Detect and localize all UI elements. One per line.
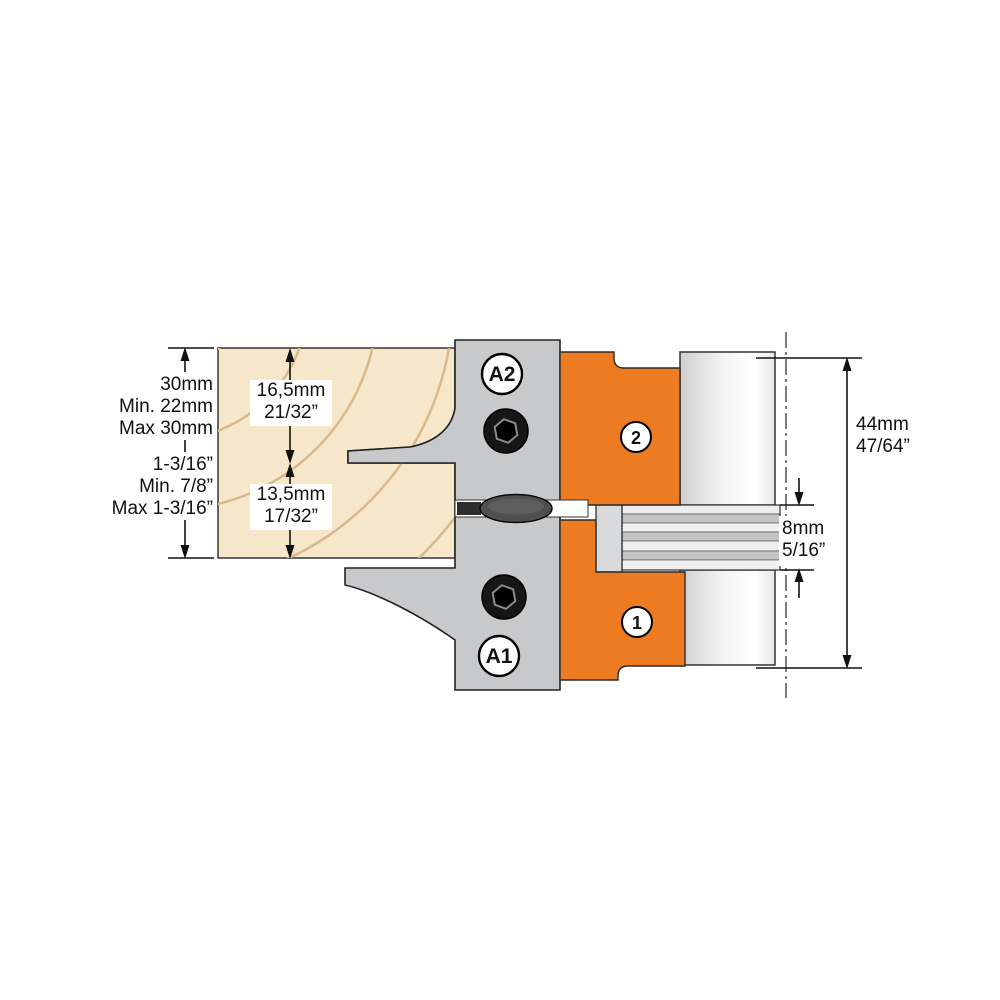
dim-text-shim: 8mm 5/16” [779, 516, 843, 566]
dim-text-overall: 44mm 47/64” [852, 412, 916, 462]
spacer-tab [595, 504, 623, 573]
stock-in-line1: 1-3/16” [153, 454, 213, 475]
overall-mm: 44mm [856, 414, 909, 435]
overall-in: 47/64” [856, 436, 910, 457]
dim-text-lower: 13,5mm 17/32” [250, 484, 332, 530]
spindle-top [679, 351, 776, 506]
stock-mm-line1: 30mm [160, 374, 213, 395]
dim-text-upper: 16,5mm 21/32” [250, 380, 332, 426]
dim-shim-stack [780, 478, 814, 598]
label-cutter-2: 2 [620, 421, 652, 453]
lower-in: 17/32” [264, 506, 318, 527]
wood-workpiece [217, 347, 456, 559]
upper-in: 21/32” [264, 402, 318, 423]
label-a1-text: A1 [486, 645, 513, 668]
shim-in: 5/16” [782, 540, 825, 561]
clamp-nut-oval [479, 493, 553, 524]
label-cutter-1: 1 [621, 606, 653, 638]
dim-text-stock-in: 1-3/16” Min. 7/8” Max 1-3/16” [98, 452, 216, 520]
hex-screw-bottom-icon [481, 574, 527, 620]
label-knife-a2: A2 [480, 352, 524, 396]
shim-mm: 8mm [782, 518, 824, 539]
stock-mm-line2: Min. 22mm [119, 396, 213, 417]
upper-mm: 16,5mm [257, 380, 326, 401]
dim-text-stock-mm: 30mm Min. 22mm Max 30mm [106, 372, 216, 440]
label-a2-text: A2 [489, 363, 516, 386]
knife-cutter-1 [559, 519, 686, 681]
stock-in-line3: Max 1-3/16” [112, 498, 213, 519]
lower-mm: 13,5mm [257, 484, 326, 505]
hex-screw-top-icon [483, 408, 529, 454]
label-1-text: 1 [632, 613, 642, 633]
stock-in-line2: Min. 7/8” [139, 476, 213, 497]
knife-cutter-2 [559, 351, 681, 506]
stock-mm-line3: Max 30mm [119, 418, 213, 439]
wood-grain [218, 348, 455, 558]
label-knife-a1: A1 [477, 634, 521, 678]
label-2-text: 2 [631, 428, 641, 448]
spindle-bottom [679, 569, 776, 666]
shim-stack [621, 504, 781, 571]
dim-overall-height [756, 357, 862, 669]
